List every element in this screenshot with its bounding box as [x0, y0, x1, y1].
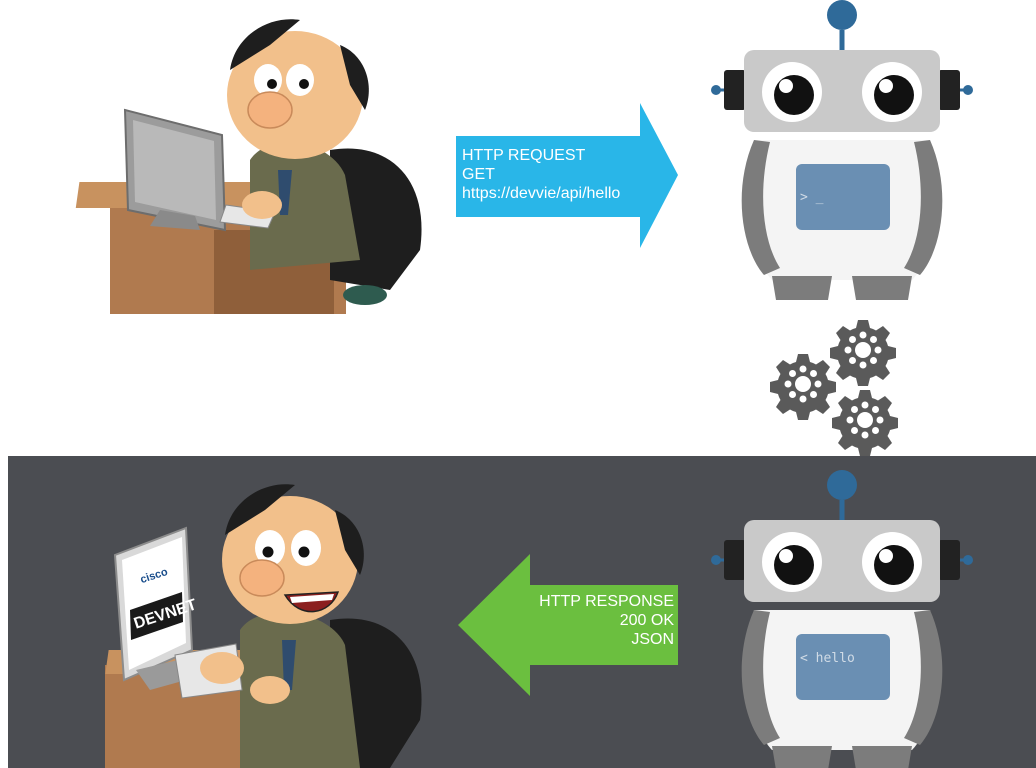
request-line-2: GET: [462, 166, 495, 183]
response-arrow: [458, 554, 678, 696]
request-line-1: HTTP REQUEST: [462, 147, 586, 164]
response-line-2: 200 OK: [619, 612, 674, 629]
response-label: HTTP RESPONSE 200 OK JSON: [539, 592, 674, 649]
request-label: HTTP REQUEST GET https://devvie/api/hell…: [462, 146, 620, 203]
response-line-3: JSON: [631, 631, 674, 648]
gears-icon: [770, 320, 898, 456]
request-arrow: [456, 103, 678, 248]
robot-icon-bottom: [711, 470, 973, 768]
request-line-3: https://devvie/api/hello: [462, 185, 621, 202]
person-at-computer-top: [75, 19, 422, 314]
robot-icon-top: [711, 0, 973, 300]
person-at-computer-bottom: [105, 484, 422, 768]
robot-terminal-bottom: < hello: [800, 651, 855, 666]
robot-terminal-top: > _: [800, 190, 824, 205]
response-line-1: HTTP RESPONSE: [539, 593, 674, 610]
